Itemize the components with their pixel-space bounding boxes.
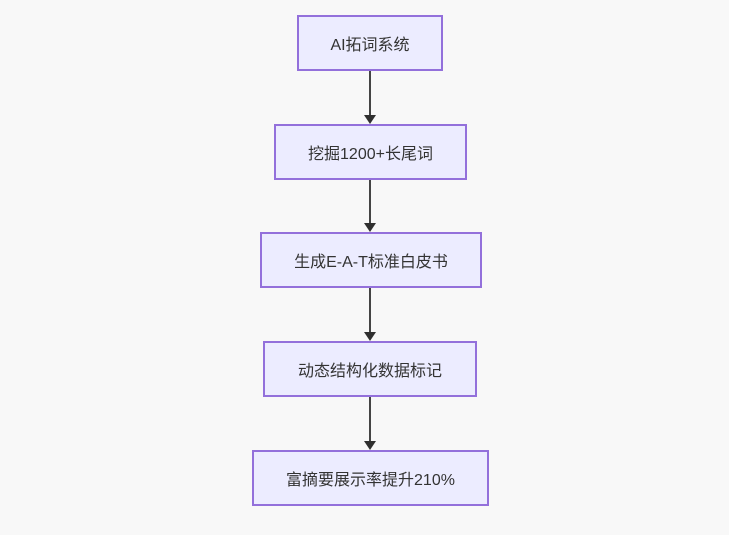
arrow-line [369, 180, 371, 224]
flow-arrow-4-5 [363, 397, 377, 450]
arrowhead-down-icon [364, 332, 376, 341]
node-label: 动态结构化数据标记 [297, 363, 442, 380]
node-label: 富摘要展示率提升210% [286, 472, 455, 489]
arrowhead-down-icon [364, 115, 376, 124]
flowchart-node-structured-data: 动态结构化数据标记 [263, 341, 477, 397]
arrow-line [369, 71, 371, 116]
flowchart-node-eat-whitepaper: 生成E-A-T标准白皮书 [260, 232, 482, 288]
node-label: 生成E-A-T标准白皮书 [294, 254, 448, 271]
flowchart-node-rich-snippet-result: 富摘要展示率提升210% [252, 450, 489, 506]
flowchart-node-longtail-mining: 挖掘1200+长尾词 [274, 124, 467, 180]
flow-arrow-1-2 [363, 71, 377, 124]
arrowhead-down-icon [364, 441, 376, 450]
flow-arrow-3-4 [363, 288, 377, 341]
arrowhead-down-icon [364, 223, 376, 232]
arrow-line [369, 397, 371, 442]
node-label: 挖掘1200+长尾词 [308, 146, 433, 163]
node-label: AI拓词系统 [330, 37, 410, 54]
flow-arrow-2-3 [363, 180, 377, 232]
arrow-line [369, 288, 371, 333]
flowchart-node-ai-word-system: AI拓词系统 [297, 15, 443, 71]
